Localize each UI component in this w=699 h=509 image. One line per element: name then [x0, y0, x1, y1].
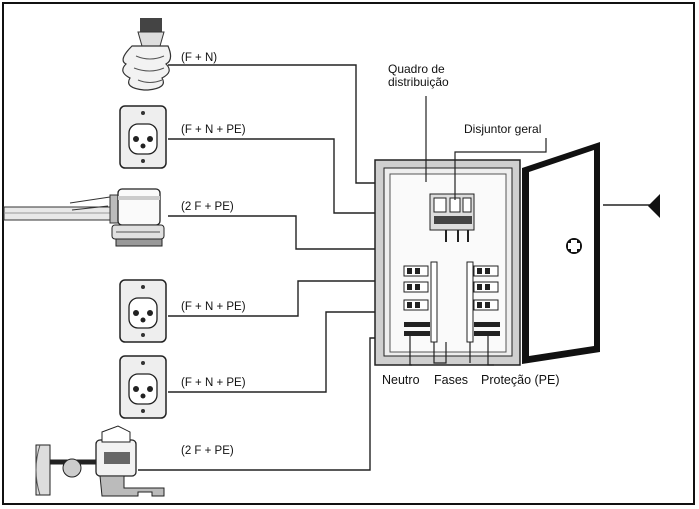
circuit-label: (F + N + PE) — [181, 377, 246, 389]
wire-outlet-3 — [168, 311, 390, 393]
supply-arrow-icon — [648, 194, 660, 218]
outlet-icon — [119, 355, 167, 419]
circuit-label: (2 F + PE) — [181, 201, 234, 213]
label-protecao: Proteção (PE) — [481, 373, 560, 387]
wire-shower — [168, 215, 390, 250]
wire-outlet-1 — [168, 138, 390, 214]
wire-lamp — [168, 64, 390, 184]
circuit-label: (2 F + PE) — [181, 445, 234, 457]
circuit-label: (F + N + PE) — [181, 124, 246, 136]
circuit-label: (F + N) — [181, 52, 218, 64]
distribution-panel — [374, 159, 521, 366]
leader-protecao — [469, 336, 494, 366]
outlet-icon — [119, 279, 167, 343]
wire-heater — [138, 337, 390, 471]
panel-door — [522, 142, 600, 364]
wire-outlet-2 — [168, 280, 390, 317]
water-heater-icon — [35, 425, 165, 497]
circuit-label: (F + N + PE) — [181, 301, 246, 313]
leader-fases — [433, 342, 447, 364]
callout-leaders — [409, 96, 547, 366]
outlet-icon — [119, 105, 167, 169]
leader-neutro — [409, 336, 412, 366]
lamp-icon — [122, 18, 172, 91]
label-disjuntor: Disjuntor geral — [464, 122, 542, 136]
leader-disjuntor — [454, 138, 547, 200]
label-neutro: Neutro — [382, 373, 420, 387]
shower-icon — [3, 188, 165, 247]
label-quadro: Quadro de distribuição — [388, 62, 449, 89]
label-fases: Fases — [434, 373, 469, 387]
diagram-frame — [2, 2, 695, 505]
